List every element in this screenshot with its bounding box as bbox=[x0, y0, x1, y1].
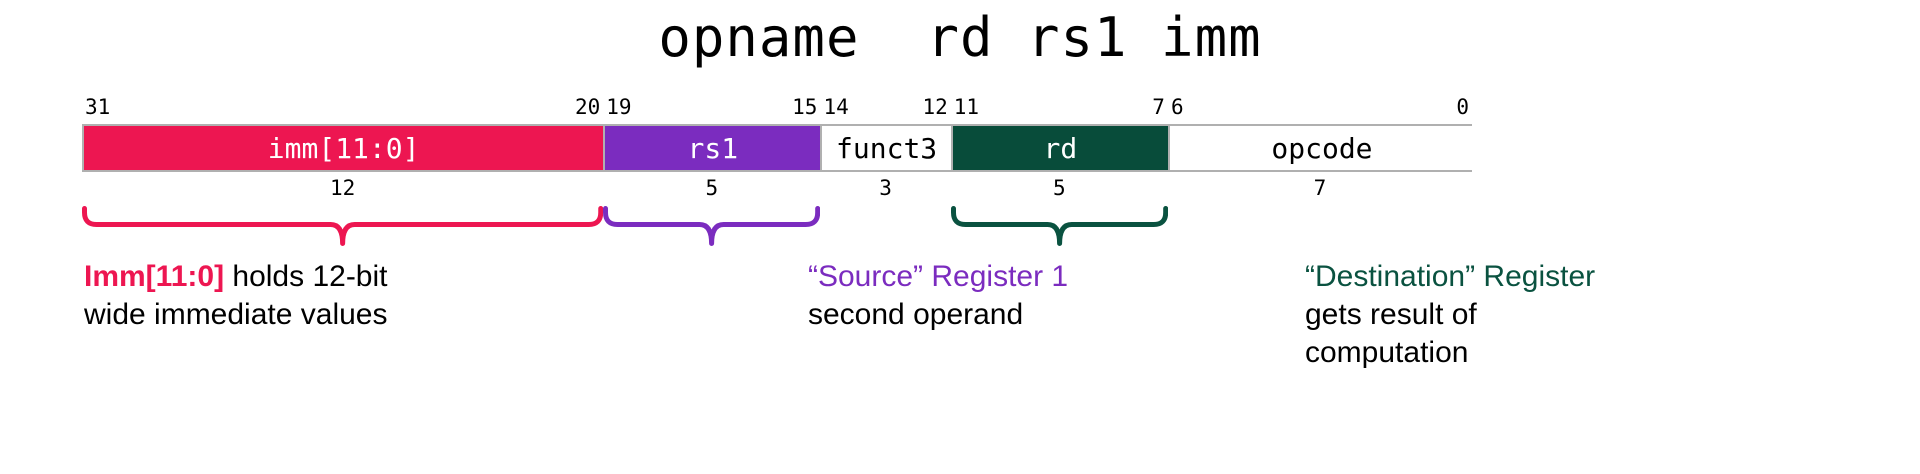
field-width-opcode: 7 bbox=[1313, 176, 1327, 200]
bit-index-0: 0 bbox=[1456, 95, 1469, 119]
page-title: opname rd rs1 imm bbox=[658, 6, 1262, 69]
caption-lead: “Destination” Register bbox=[1305, 260, 1596, 293]
field-label: opcode bbox=[1271, 131, 1373, 165]
caption-lead: Imm[11:0] bbox=[84, 260, 225, 293]
brace-rd bbox=[950, 206, 1168, 246]
caption-body: holds 12-bit wide immediate values bbox=[84, 260, 388, 331]
field-label: rs1 bbox=[687, 131, 739, 165]
field-label: imm[11:0] bbox=[267, 131, 420, 165]
caption-imm: Imm[11:0] holds 12-bit wide immediate va… bbox=[84, 258, 604, 334]
caption-body: second operand bbox=[808, 298, 1024, 331]
field-width-imm-11-0: 12 bbox=[329, 176, 356, 200]
bit-index-15: 15 bbox=[792, 95, 818, 119]
caption-rs1: “Source” Register 1 second operand bbox=[808, 258, 1108, 334]
field-width-rd: 5 bbox=[1053, 176, 1066, 200]
field-opcode: opcode bbox=[1169, 126, 1474, 170]
caption-rd: “Destination” Register gets result of co… bbox=[1305, 258, 1825, 372]
field-width-row: 12 5 3 5 7 bbox=[82, 174, 1472, 202]
bit-index-19: 19 bbox=[606, 95, 632, 119]
field-imm-11-0: imm[11:0] bbox=[84, 126, 606, 170]
bit-index-7: 7 bbox=[1152, 95, 1165, 119]
field-label: funct3 bbox=[836, 131, 938, 165]
bit-index-14: 14 bbox=[823, 95, 849, 119]
bit-index-11: 11 bbox=[953, 95, 980, 119]
field-width-funct3: 3 bbox=[879, 176, 892, 200]
caption-lead: “Source” Register 1 bbox=[808, 260, 1069, 293]
brace-rs1 bbox=[603, 206, 821, 246]
field-width-rs1: 5 bbox=[705, 176, 719, 200]
bit-index-20: 20 bbox=[574, 95, 601, 119]
field-funct3: funct3 bbox=[822, 126, 953, 170]
instruction-field-bar: imm[11:0] rs1 funct3 rd opcode bbox=[82, 124, 1474, 172]
field-rd: rd bbox=[952, 126, 1170, 170]
bit-index-6: 6 bbox=[1170, 95, 1184, 119]
field-rs1: rs1 bbox=[605, 126, 823, 170]
caption-body: gets result of computation bbox=[1305, 298, 1477, 369]
field-label: rd bbox=[1043, 131, 1078, 165]
brace-imm bbox=[82, 206, 604, 246]
bit-index-12: 12 bbox=[922, 95, 948, 119]
bit-index-31: 31 bbox=[85, 95, 111, 119]
